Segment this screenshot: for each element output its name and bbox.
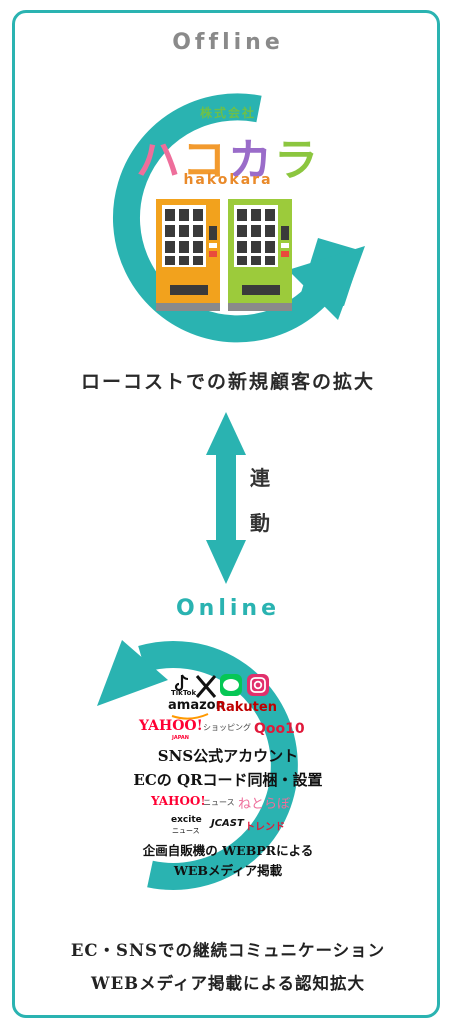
link-label-1: 連 xyxy=(250,466,270,490)
excite-news-label: ニュース xyxy=(172,827,200,835)
yahoo-shopping-logo: YAHOO! xyxy=(139,718,203,734)
qoo10-logo: Qoo10 xyxy=(254,721,305,737)
brand-char: ラ xyxy=(274,135,320,186)
brand-romaji: hakokara xyxy=(183,172,273,188)
yahoo-news-logo: YAHOO! xyxy=(151,794,206,808)
online-text-line2: ECの QRコード同梱・設置 xyxy=(133,771,323,789)
online-text-line1: SNS公式アカウント xyxy=(157,747,299,765)
jcast-trend-label: トレンド xyxy=(245,822,285,833)
bottom-line1: EC・SNSでの継続コミュニケーション xyxy=(70,941,386,960)
yahoo-news-suffix: ニュース xyxy=(203,798,235,807)
tiktok-logo: TikTok xyxy=(171,689,197,697)
instagram-icon xyxy=(247,674,269,696)
link-label-2: 動 xyxy=(250,511,270,535)
online-arrowhead xyxy=(97,640,168,706)
rakuten-logo: Rakuten xyxy=(216,700,277,715)
online-title: Online xyxy=(175,596,281,621)
amazon-smile-icon xyxy=(171,713,209,720)
online-main-text: SNS公式アカウント ECの QRコード同梱・設置 xyxy=(0,744,456,792)
online-text-line3: 企画自販機の WEBPRによる xyxy=(142,843,314,858)
brand-char: カ xyxy=(228,135,274,186)
online-text-line4: WEBメディア掲載 xyxy=(173,863,283,878)
offline-cycle-arrow xyxy=(113,93,348,343)
online-cycle-arrow xyxy=(138,641,298,890)
x-icon xyxy=(195,675,217,698)
vending-machine-green xyxy=(228,199,292,311)
yahoo-shopping-label: ショッピング xyxy=(203,723,251,732)
bottom-caption: EC・SNSでの継続コミュニケーション WEBメディア掲載による認知拡大 xyxy=(0,934,456,1000)
link-double-arrow xyxy=(206,412,246,584)
vending-machine-orange xyxy=(156,199,220,311)
line-icon xyxy=(220,674,242,696)
offline-caption: ローコストでの新規顧客の拡大 xyxy=(80,371,375,393)
amazon-logo: amazon xyxy=(168,698,225,713)
bottom-line2: WEBメディア掲載による認知拡大 xyxy=(91,974,365,993)
netorabo-logo: ねとらぼ xyxy=(238,797,291,812)
brand-company-label: 株式会社 xyxy=(199,106,256,120)
brand-char: コ xyxy=(182,135,228,186)
offline-title: Offline xyxy=(172,30,284,55)
jcast-logo: JCAST xyxy=(211,818,244,829)
online-sub-text: 企画自販機の WEBPRによる WEBメディア掲載 xyxy=(0,841,456,881)
excite-logo: excite xyxy=(171,815,202,825)
brand-logo: ハコカラ xyxy=(0,124,456,188)
brand-char: ハ xyxy=(136,135,182,186)
yahoo-japan-sub: JAPAN xyxy=(172,735,189,741)
outer-frame xyxy=(12,10,440,1018)
tiktok-icon xyxy=(174,674,189,692)
